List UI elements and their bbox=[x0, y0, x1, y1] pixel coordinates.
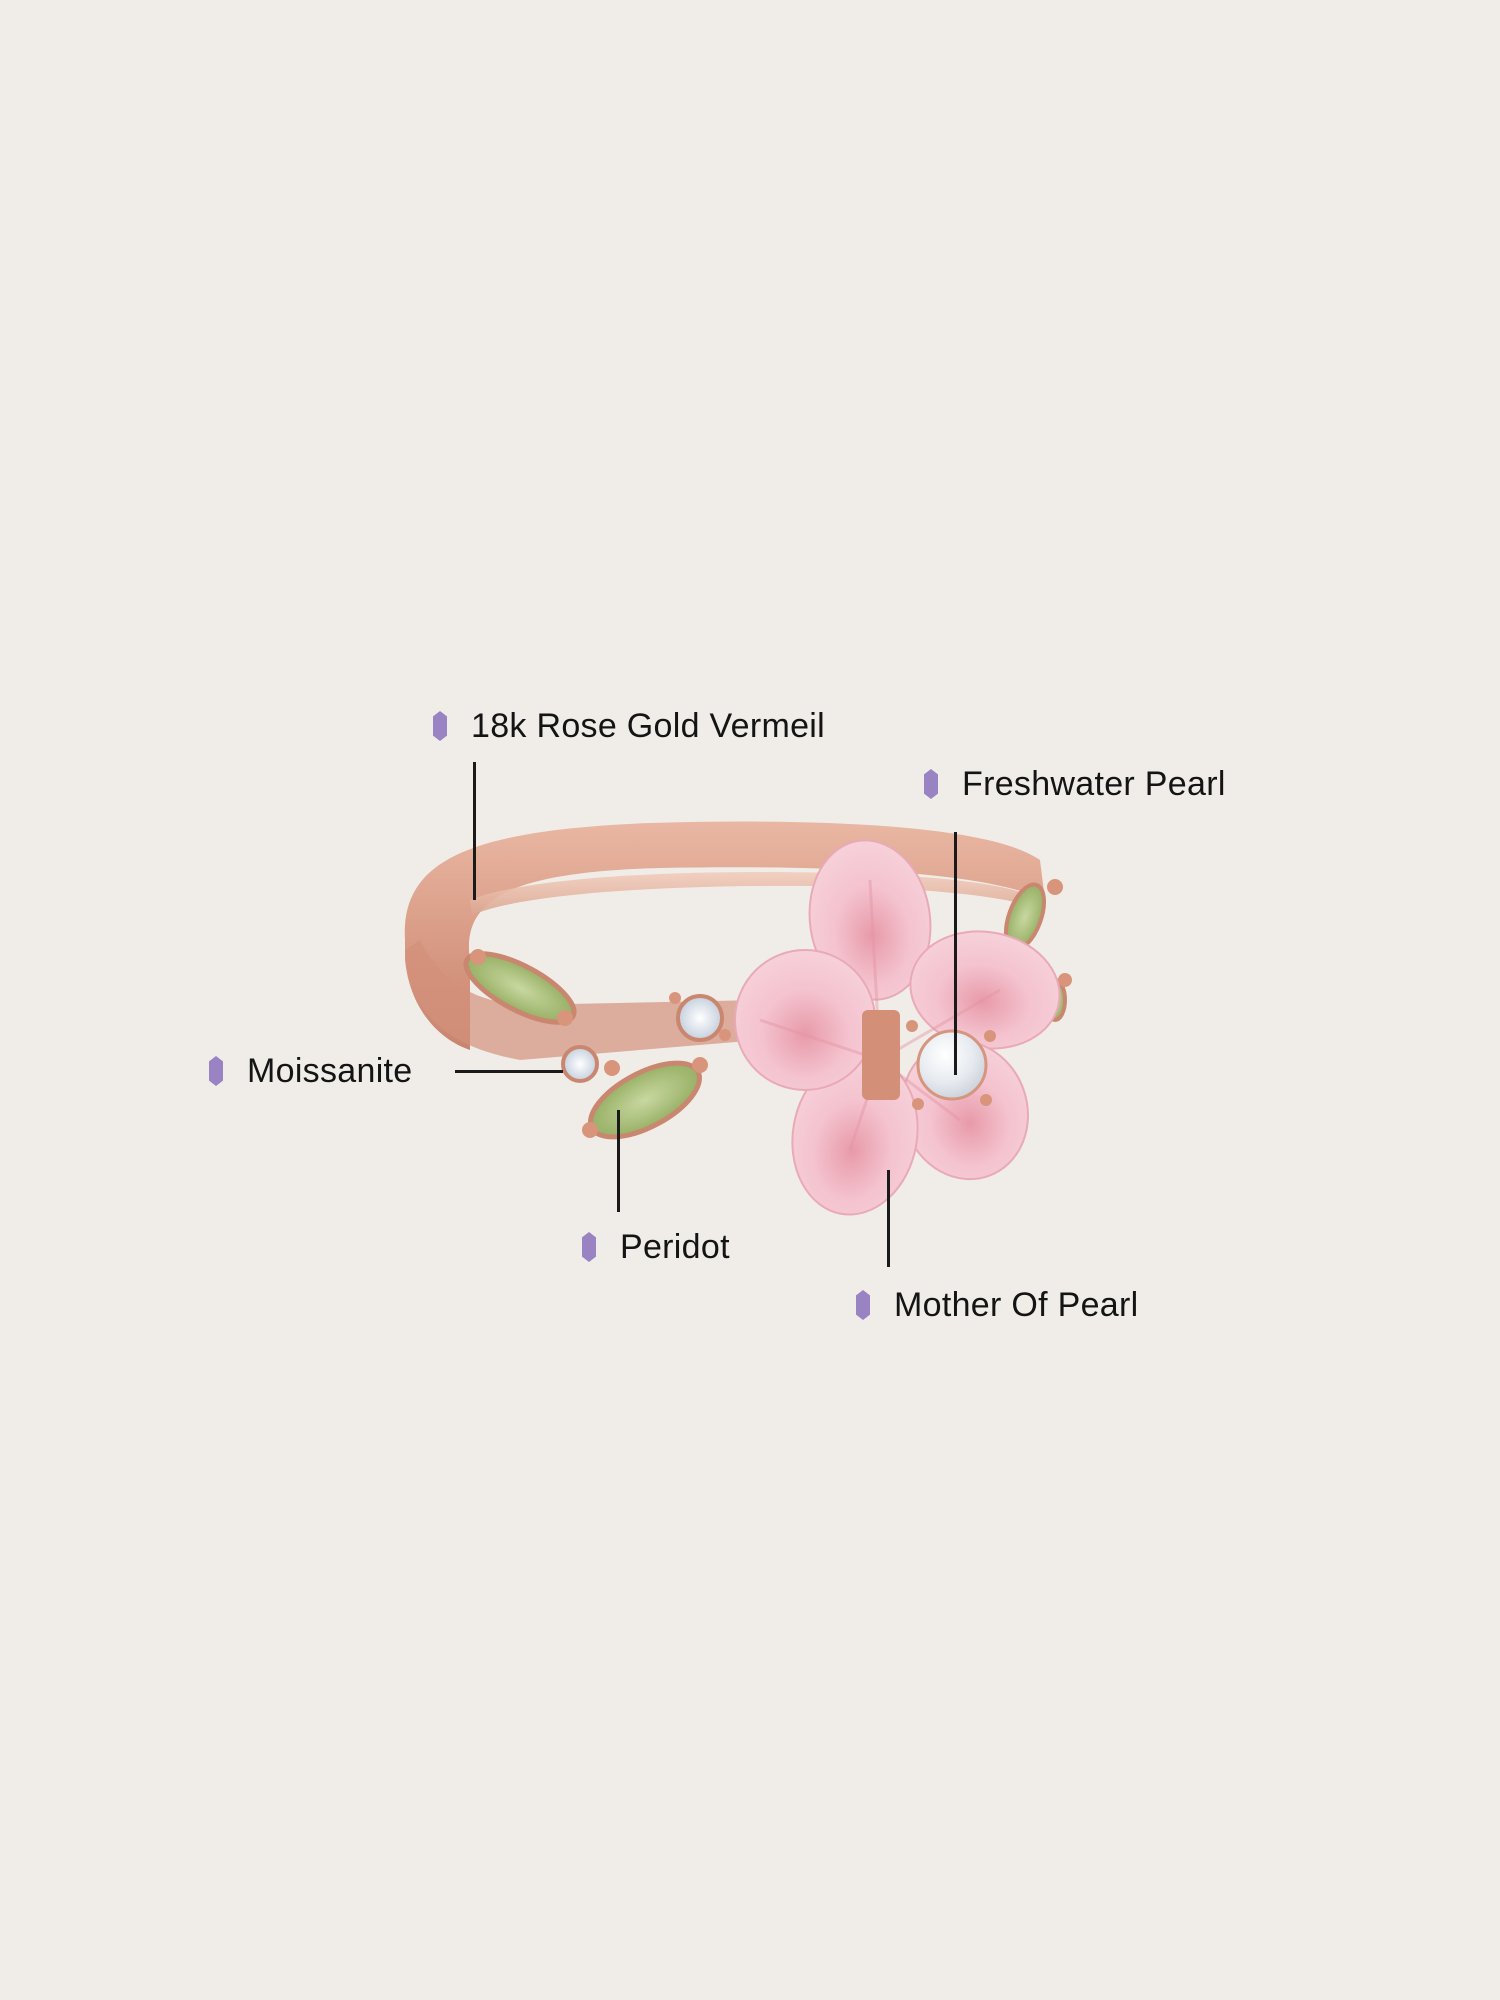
callout-rose-gold: 18k Rose Gold Vermeil bbox=[433, 709, 825, 743]
leader-line-mother-of-pearl bbox=[887, 1170, 890, 1267]
leader-line-peridot bbox=[617, 1110, 620, 1212]
leader-line-rose-gold bbox=[473, 762, 476, 900]
callout-label: Moissanite bbox=[247, 1052, 413, 1090]
freshwater-pearl-stone bbox=[906, 1020, 996, 1110]
peridot-stone-left bbox=[463, 949, 577, 1026]
hexagon-marker-icon bbox=[433, 711, 447, 741]
callout-moissanite: Moissanite bbox=[209, 1054, 413, 1088]
callout-label: Peridot bbox=[620, 1228, 730, 1266]
mother-of-pearl-flower bbox=[734, 839, 1061, 1216]
hexagon-marker-icon bbox=[209, 1056, 223, 1086]
leader-line-freshwater-pearl bbox=[954, 832, 957, 1075]
hexagon-marker-icon bbox=[924, 769, 938, 799]
peridot-stone-bottom bbox=[582, 1057, 708, 1140]
callout-label: Mother Of Pearl bbox=[894, 1286, 1139, 1324]
leader-line-moissanite bbox=[455, 1070, 563, 1073]
callout-label: Freshwater Pearl bbox=[962, 765, 1226, 803]
hexagon-marker-icon bbox=[582, 1232, 596, 1262]
callout-mother-of-pearl: Mother Of Pearl bbox=[856, 1288, 1138, 1322]
callout-peridot: Peridot bbox=[582, 1230, 730, 1264]
callout-freshwater-pearl: Freshwater Pearl bbox=[924, 767, 1226, 801]
hexagon-marker-icon bbox=[856, 1290, 870, 1320]
moissanite-stone bbox=[561, 992, 731, 1083]
callout-label: 18k Rose Gold Vermeil bbox=[471, 707, 826, 745]
